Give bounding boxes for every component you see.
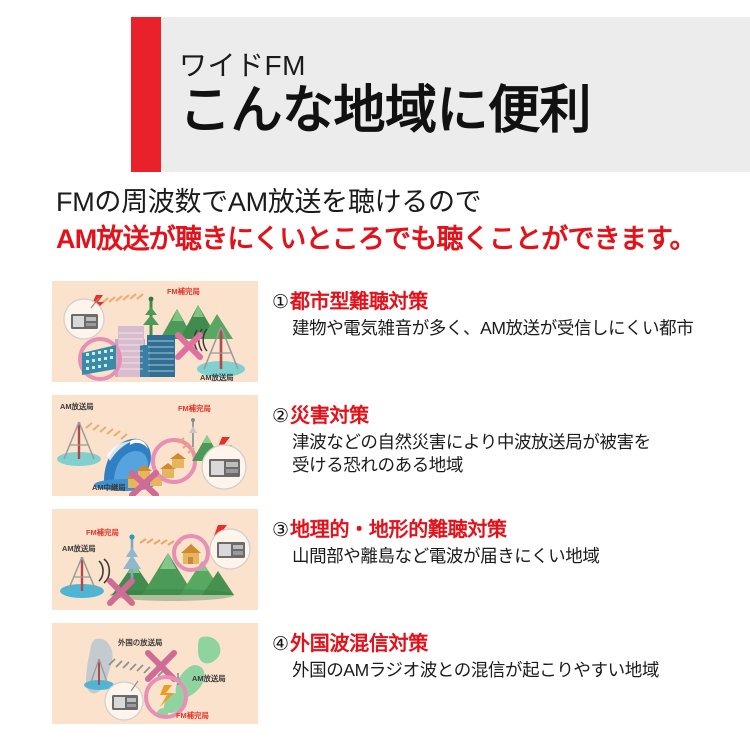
item-description-line: 津波などの自然災害により中波放送局が被害を bbox=[292, 432, 651, 452]
item-heading: ① 都市型難聴対策 bbox=[272, 285, 738, 314]
fm-waves-icon bbox=[177, 437, 195, 454]
item-number: ② bbox=[272, 406, 290, 427]
pink-circle-highlight-icon bbox=[144, 675, 188, 719]
illus-label: AM放送局 bbox=[200, 373, 234, 382]
item-title: 都市型難聴対策 bbox=[290, 291, 428, 313]
item-description-line: 外国のAMラジオ波との混信が起こりやすい地域 bbox=[292, 660, 659, 680]
illus-label: AM中継局 bbox=[92, 483, 126, 492]
item-heading: ④ 外国波混信対策 bbox=[272, 627, 738, 656]
illus-label: FM補完局 bbox=[86, 528, 119, 537]
lead-line-2: AM放送が聴きにくいところでも聴くことができます。 bbox=[56, 223, 697, 254]
lead-line-1: FMの周波数でAM放送を聴けるので bbox=[56, 187, 482, 217]
foreign-interference-illustration: 外国の放送局 AM放送局 FM補完局 bbox=[52, 623, 258, 724]
mountains-shape bbox=[160, 305, 233, 339]
radio-receiver-icon bbox=[63, 297, 105, 340]
item-description: 建物や電気雑音が多く、AM放送が受信しにくい都市 bbox=[292, 317, 738, 340]
item-description-line: 山間部や離島など電波が届きにくい地域 bbox=[292, 546, 600, 566]
am-broadcast-tower-icon bbox=[197, 326, 245, 377]
item-text-group: ③ 地理的・地形的難聴対策 山間部や離島など電波が届きにくい地域 bbox=[272, 509, 738, 568]
pink-cross-mark-icon bbox=[145, 650, 177, 682]
illus-label: FM補完局 bbox=[178, 404, 211, 413]
item-heading: ③ 地理的・地形的難聴対策 bbox=[272, 513, 738, 542]
terrain-reception-illustration: FM補完局 AM放送局 bbox=[52, 509, 258, 610]
item-text-group: ② 災害対策 津波などの自然災害により中波放送局が被害を 受ける恐れのある地域 bbox=[272, 395, 738, 477]
illus-label: AM放送局 bbox=[60, 402, 94, 411]
pink-cross-mark-icon bbox=[129, 470, 159, 496]
am-broadcast-tower-icon bbox=[60, 556, 104, 598]
item-text-group: ① 都市型難聴対策 建物や電気雑音が多く、AM放送が受信しにくい都市 bbox=[272, 281, 738, 340]
page-title: こんな地域に便利 bbox=[179, 81, 592, 140]
am-waves-icon bbox=[98, 558, 111, 584]
fm-relay-tower-icon bbox=[123, 534, 141, 579]
item-heading: ② 災害対策 bbox=[272, 399, 738, 428]
illus-label: 外国の放送局 bbox=[117, 638, 162, 647]
item-description-line: 建物や電気雑音が多く、AM放送が受信しにくい都市 bbox=[292, 318, 694, 338]
list-item: FM補完局 AM放送局 ③ 地理的・地形的難聴対策 山間部や離島など電波が届きに… bbox=[0, 509, 750, 610]
urban-reception-illustration: FM補完局 AM放送局 bbox=[52, 281, 258, 382]
item-number: ④ bbox=[272, 634, 290, 655]
header-banner: ワイドFM こんな地域に便利 bbox=[131, 17, 750, 172]
benefit-list: FM補完局 AM放送局 ① 都市型難聴対策 建物や電気雑音が多く、AM放送が受信… bbox=[0, 281, 750, 737]
illus-label: FM補完局 bbox=[176, 711, 209, 720]
item-description-line: 受ける恐れのある地域 bbox=[292, 455, 463, 476]
item-text-group: ④ 外国波混信対策 外国のAMラジオ波との混信が起こりやすい地域 bbox=[272, 623, 738, 682]
list-item: 外国の放送局 AM放送局 FM補完局 ④ 外国波混信対策 外国のAMラジオ波との… bbox=[0, 623, 750, 724]
list-item: AM放送局 FM補完局 AM中継局 ② 災害対策 津波などの自然災害により中波放… bbox=[0, 395, 750, 496]
item-number: ① bbox=[272, 292, 290, 313]
item-title: 地理的・地形的難聴対策 bbox=[290, 519, 507, 541]
illus-label: AM放送局 bbox=[192, 674, 226, 683]
item-description: 山間部や離島など電波が届きにくい地域 bbox=[292, 545, 738, 568]
item-description: 津波などの自然災害により中波放送局が被害を 受ける恐れのある地域 bbox=[292, 431, 738, 477]
header-kicker: ワイドFM bbox=[179, 50, 306, 82]
item-title: 外国波混信対策 bbox=[290, 633, 428, 655]
am-broadcast-tower-icon bbox=[57, 421, 101, 466]
header-text-group: ワイドFM こんな地域に便利 bbox=[161, 17, 750, 172]
city-buildings-shape bbox=[115, 326, 175, 377]
radio-receiver-icon bbox=[209, 528, 251, 570]
item-title: 災害対策 bbox=[290, 405, 369, 427]
house-shape bbox=[172, 534, 210, 572]
radio-waves-icon bbox=[101, 293, 144, 304]
foreign-broadcast-tower-icon bbox=[84, 658, 114, 690]
disaster-countermeasure-illustration: AM放送局 FM補完局 AM中継局 bbox=[52, 395, 258, 496]
radio-waves-icon bbox=[85, 422, 128, 440]
lightning-bolt-icon bbox=[160, 685, 174, 707]
fm-relay-tower-icon bbox=[189, 418, 197, 447]
radio-receiver-icon bbox=[201, 444, 247, 490]
list-item: FM補完局 AM放送局 ① 都市型難聴対策 建物や電気雑音が多く、AM放送が受信… bbox=[0, 281, 750, 382]
header-accent-bar bbox=[131, 17, 161, 172]
low-building-shape bbox=[78, 337, 122, 381]
illus-label: FM補完局 bbox=[167, 287, 200, 296]
pink-cross-mark-icon bbox=[107, 578, 135, 606]
illus-label: AM放送局 bbox=[62, 544, 96, 553]
radio-receiver-icon bbox=[104, 680, 144, 721]
lead-paragraph: FMの周波数でAM放送を聴けるので AM放送が聴きにくいところでも聴くことができ… bbox=[56, 186, 736, 257]
item-description: 外国のAMラジオ波との混信が起こりやすい地域 bbox=[292, 659, 738, 682]
item-number: ③ bbox=[272, 520, 290, 541]
pink-cross-mark-icon bbox=[175, 332, 203, 360]
fm-relay-tower-icon bbox=[143, 296, 159, 339]
